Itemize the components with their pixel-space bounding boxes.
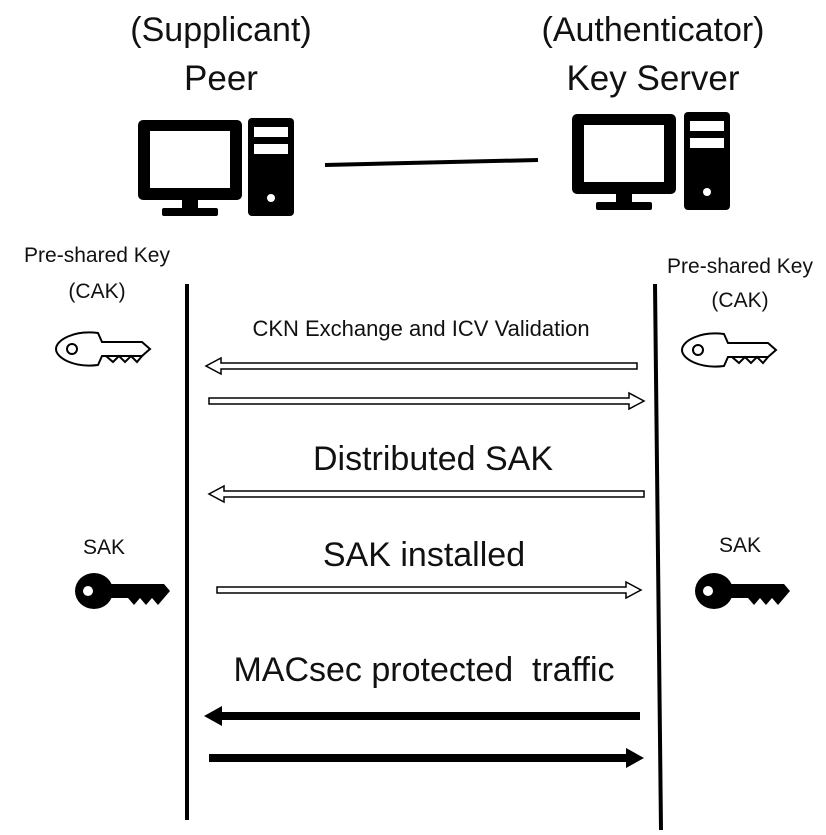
server-cak-label-line1: Pre-shared Key	[667, 255, 813, 278]
peer-sak-label: SAK	[82, 536, 126, 559]
peer-cak-label-line1: Pre-shared Key	[24, 244, 170, 267]
distributed-sak-label: Distributed SAK	[313, 440, 553, 478]
peer-role-label: (Supplicant)	[130, 11, 312, 49]
server-cak-label-line2: (CAK)	[711, 289, 769, 312]
macsec-traffic-label: MACsec protected traffic	[233, 651, 615, 689]
network-link	[324, 158, 539, 167]
server-name-label: Key Server	[566, 59, 740, 98]
server-cak-key-icon	[680, 332, 778, 368]
peer-computer-icon	[138, 118, 294, 216]
peer-name-label: Peer	[184, 59, 258, 98]
macsec-arrow-to-peer	[204, 706, 640, 726]
sak-installed-label: SAK installed	[322, 536, 526, 574]
peer-sak-key-icon	[75, 573, 170, 609]
key-server-computer-icon	[572, 112, 730, 210]
sak-installed-arrow	[216, 580, 643, 600]
server-lifeline	[653, 283, 663, 831]
ckn-arrow-to-server	[208, 391, 646, 411]
ckn-exchange-label: CKN Exchange and ICV Validation	[252, 316, 590, 341]
server-role-label: (Authenticator)	[541, 11, 765, 49]
ckn-arrow-to-peer	[204, 356, 638, 376]
peer-cak-label-line2: (CAK)	[68, 280, 126, 303]
server-sak-label: SAK	[718, 534, 762, 557]
distributed-sak-arrow	[207, 484, 645, 504]
server-sak-key-icon	[695, 573, 790, 609]
macsec-arrow-to-server	[209, 748, 644, 768]
peer-cak-key-icon	[54, 331, 152, 367]
